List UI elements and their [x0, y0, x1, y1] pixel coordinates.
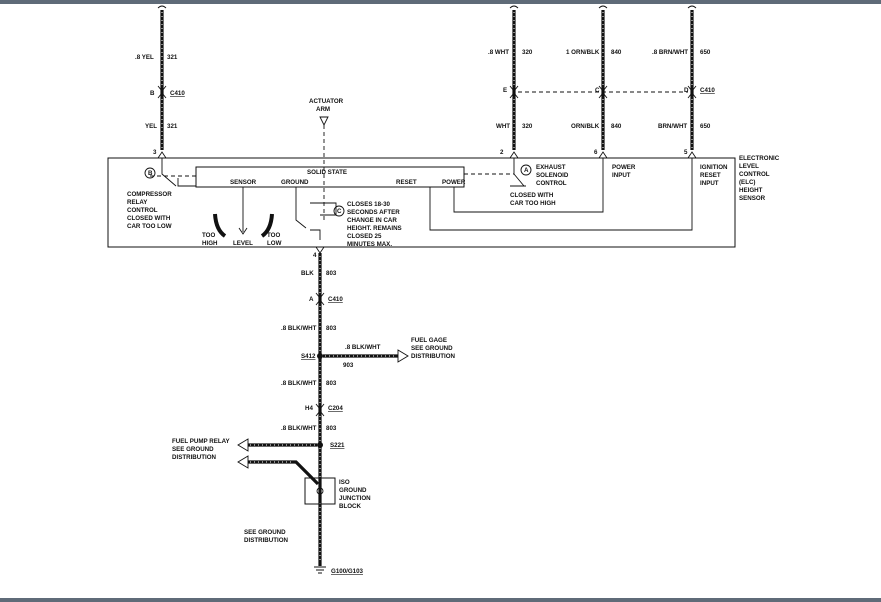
too-high-label: TOO HIGH	[202, 232, 218, 247]
ground-g100-label: G100/G103	[331, 568, 364, 575]
wire-803-color: BLK	[301, 270, 314, 277]
terminal-3: 3	[153, 149, 157, 156]
wire-320-color: .8 WHT	[488, 49, 509, 56]
wire-840-circuit-lower: 840	[611, 123, 622, 130]
pin-b: B	[150, 90, 155, 97]
wire-840	[598, 5, 608, 150]
wire-803-circuit-4: 803	[326, 425, 337, 432]
pin-h4: H4	[305, 405, 313, 412]
elc-sensor-title: ELECTRONIC LEVEL CONTROL (ELC) HEIGHT SE…	[739, 155, 781, 202]
see-ground-label: SEE GROUND DISTRIBUTION	[244, 529, 289, 544]
marker-b: B	[148, 170, 153, 177]
solid-state-label: SOLID STATE	[307, 169, 347, 176]
ground-terminal-label: GROUND	[281, 179, 309, 186]
wire-650-circuit-lower: 650	[700, 123, 711, 130]
pin-e: E	[503, 87, 507, 94]
closes-timing-label: CLOSES 18-30 SECONDS AFTER CHANGE IN CAR…	[347, 201, 403, 248]
wire-650	[687, 5, 697, 150]
power-input-label: POWER INPUT	[612, 164, 637, 179]
fuel-gage-label: FUEL GAGE SEE GROUND DISTRIBUTION	[411, 337, 456, 360]
splice-s412-label: S412	[301, 353, 316, 360]
elc-sensor-housing	[107, 157, 736, 248]
wire-803-circuit-2: 803	[326, 325, 337, 332]
wire-903-color: .8 BLK/WHT	[345, 344, 381, 351]
wire-803-color-2: .8 BLK/WHT	[281, 325, 317, 332]
wire-321	[157, 5, 167, 150]
reset-terminal-label: RESET	[396, 179, 417, 186]
wire-903-circuit: 903	[343, 362, 354, 369]
iso-junction-label: ISO GROUND JUNCTION BLOCK	[339, 479, 372, 510]
ignition-reset-label: IGNITION RESET INPUT	[700, 164, 729, 187]
marker-a: A	[524, 167, 529, 174]
terminal-2: 2	[500, 149, 504, 156]
power-terminal-label: POWER	[442, 179, 466, 186]
fuel-gage-arrow	[397, 349, 409, 363]
fuel-pump-label: FUEL PUMP RELAY SEE GROUND DISTRIBUTION	[172, 438, 231, 461]
wire-320-circuit: 320	[522, 49, 533, 56]
wire-321-color: .8 YEL	[135, 54, 154, 61]
wire-803	[315, 253, 325, 566]
pin-c: C	[595, 87, 600, 94]
terminal-5: 5	[684, 149, 688, 156]
splice-s221-label: S221	[330, 442, 345, 449]
wire-803-color-3: .8 BLK/WHT	[281, 380, 317, 387]
actuator-arrow	[319, 116, 329, 127]
window-top-border	[0, 0, 881, 4]
connector-c410-bottom: C410	[328, 296, 343, 303]
level-label: LEVEL	[233, 240, 253, 247]
marker-c: C	[337, 208, 342, 215]
connector-c410-pin-b	[157, 85, 167, 99]
wire-321-circuit-lower: 321	[167, 123, 178, 130]
splice-s412	[317, 353, 323, 359]
solid-state-box	[195, 166, 465, 188]
actuator-label-2: ARM	[316, 106, 330, 113]
wire-803-circuit-3: 803	[326, 380, 337, 387]
wire-840-circuit: 840	[611, 49, 622, 56]
connector-c410: C410	[170, 90, 185, 97]
wire-840-color: 1 ORN/BLK	[566, 49, 600, 56]
wire-320	[509, 5, 519, 150]
wire-840-color-lower: ORN/BLK	[571, 123, 600, 130]
too-low-label: TOO LOW	[267, 232, 282, 247]
window-bottom-border	[0, 598, 881, 602]
wire-650-circuit: 650	[700, 49, 711, 56]
wire-320-circuit-lower: 320	[522, 123, 533, 130]
pin-a: A	[309, 296, 314, 303]
splice-s221	[317, 442, 323, 448]
ground-symbol-icon	[314, 566, 326, 574]
compressor-relay-label: COMPRESSOR RELAY CONTROL CLOSED WITH CAR…	[127, 191, 173, 230]
wire-803-circuit: 803	[326, 270, 337, 277]
ground-branch-arrow	[237, 455, 249, 469]
fuel-pump-arrow	[237, 438, 249, 452]
wire-321-color-lower: YEL	[145, 123, 157, 130]
wire-650-color: .8 BRN/WHT	[652, 49, 688, 56]
sensor-terminal-label: SENSOR	[230, 179, 257, 186]
connector-c204: C204	[328, 405, 343, 412]
wire-803-color-4: .8 BLK/WHT	[281, 425, 317, 432]
wire-320-color-lower: WHT	[496, 123, 510, 130]
closed-too-high-label: CLOSED WITH CAR TOO HIGH	[510, 192, 556, 207]
actuator-label-1: ACTUATOR	[309, 98, 344, 105]
exhaust-solenoid-label: EXHAUST SOLENOID CONTROL	[536, 164, 570, 187]
iso-junction-block	[304, 477, 336, 505]
wire-650-color-lower: BRN/WHT	[658, 123, 687, 130]
internal-wiring	[144, 158, 693, 240]
terminal-4: 4	[313, 252, 317, 259]
pin-d: D	[684, 87, 689, 94]
connector-c410-right: C410	[700, 87, 715, 94]
terminal-6: 6	[594, 149, 598, 156]
wire-321-circuit: 321	[167, 54, 178, 61]
